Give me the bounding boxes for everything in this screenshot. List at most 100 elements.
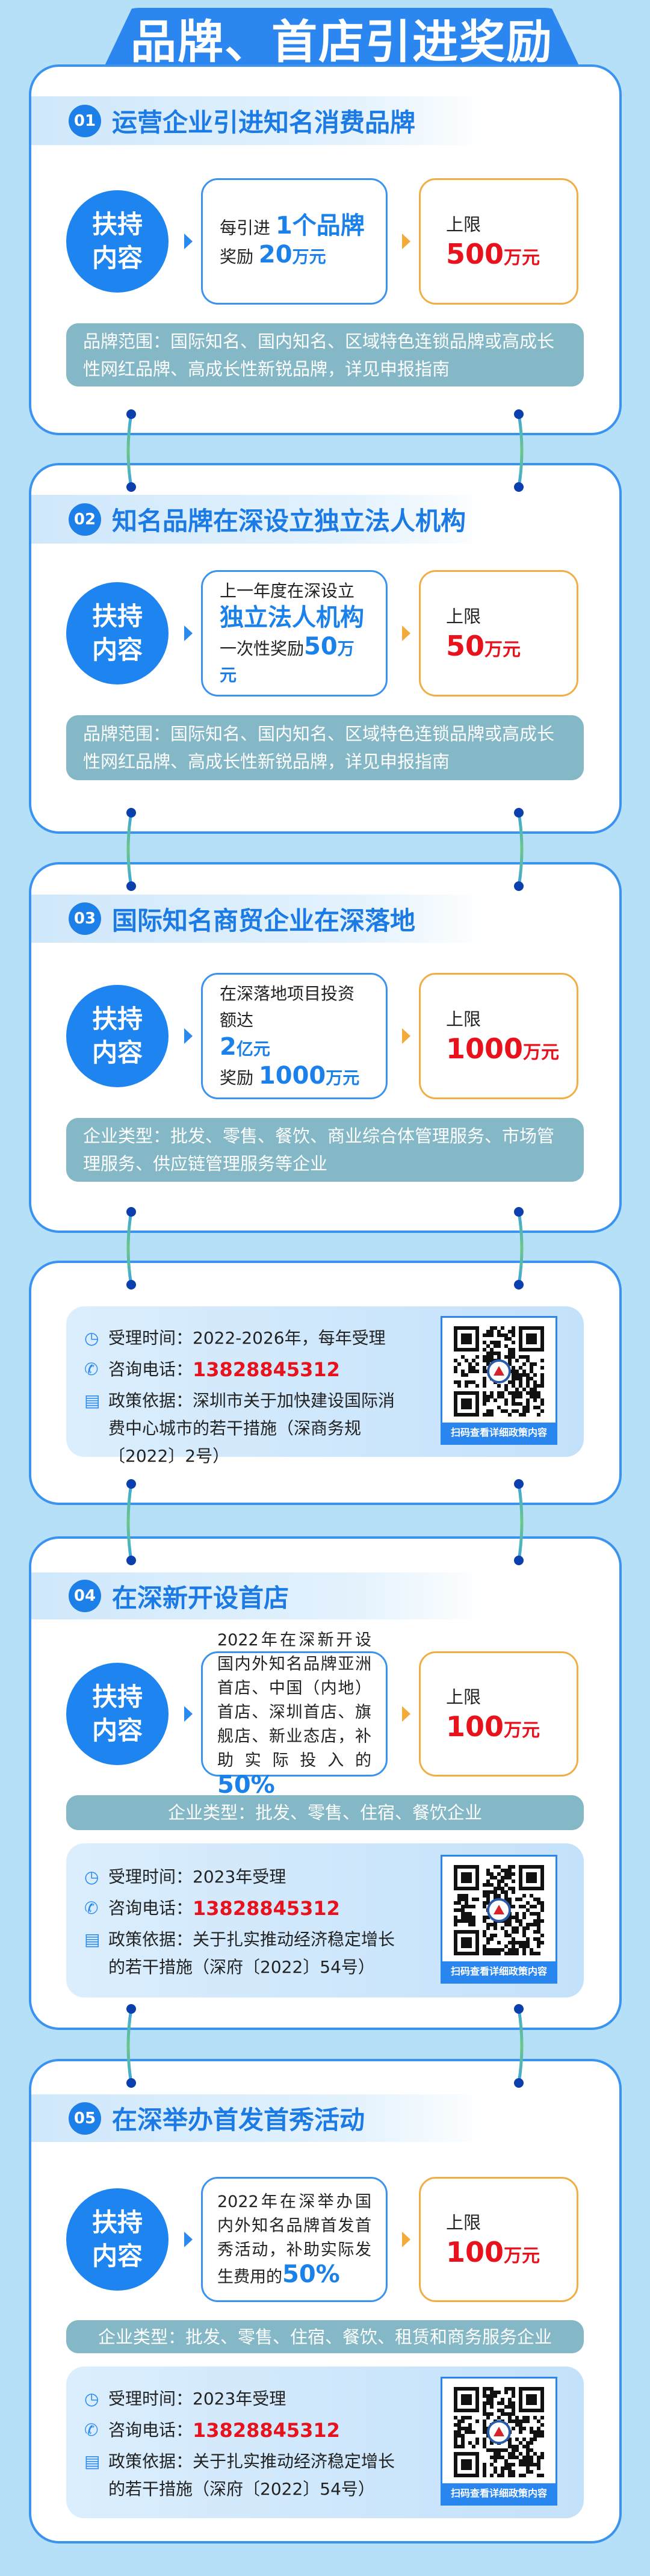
enterprise-scope-note: 企业类型：批发、零售、住宿、餐饮、租赁和商务服务企业: [66, 2320, 584, 2353]
document-icon: ▤: [84, 1929, 101, 1949]
section-number-badge: 01: [69, 104, 101, 137]
content-line: 2022年在深新开设国内外知名品牌亚洲首店、中国（内地）首店、深圳首店、旗舰店、…: [217, 1628, 371, 1800]
phone-icon: ✆: [84, 1898, 99, 1918]
content-line: 2亿元: [220, 1034, 369, 1063]
support-content-box: 每引进 1个品牌奖励 20万元: [201, 178, 388, 305]
page-title-banner: 品牌、首店引进奖励: [104, 8, 580, 68]
clock-icon: ◷: [84, 2389, 99, 2409]
support-label-text: 内容: [91, 635, 143, 665]
arrow-right-icon: [402, 2232, 410, 2247]
support-label-text: 内容: [91, 2241, 143, 2271]
content-line: 在深落地项目投资额达: [220, 981, 369, 1034]
accept-time: 受理时间：2023年受理: [108, 2389, 286, 2409]
content-highlight: 50%: [282, 2260, 340, 2288]
enterprise-scope-note: 品牌范围：国际知名、国内知名、区域特色连锁品牌或高成长性网红品牌、高成长性新锐品…: [66, 715, 584, 780]
content-line: 独立法人机构: [220, 604, 369, 633]
enterprise-scope-note: 品牌范围：国际知名、国内知名、区域特色连锁品牌或高成长性网红品牌、高成长性新锐品…: [66, 323, 584, 386]
content-line: 奖励 1000万元: [220, 1063, 369, 1091]
info-line: ◷受理时间：2022-2026年，每年受理: [84, 1324, 403, 1352]
accept-time: 受理时间：2022-2026年，每年受理: [108, 1328, 386, 1348]
phone-number[interactable]: 13828845312: [193, 1897, 340, 1920]
content-line: 上一年度在深设立: [220, 578, 369, 604]
policy-info-panel: ◷受理时间：2022-2026年，每年受理✆咨询电话：13828845312▤政…: [66, 1306, 584, 1466]
qr-code-panel[interactable]: 扫码查看详细政策内容: [441, 2377, 557, 2506]
policy-info-panel: ◷受理时间：2023年受理✆咨询电话：13828845312▤政策依据：关于扎实…: [66, 1843, 584, 1997]
page-title: 品牌、首店引进奖励: [131, 15, 553, 69]
content-highlight: 1000: [258, 1062, 326, 1090]
section-number-badge: 04: [69, 1580, 101, 1612]
support-label-circle: 扶持内容: [66, 582, 169, 684]
ring-connector-icon: [126, 2004, 136, 2088]
content-highlight: 亿元: [236, 1039, 270, 1059]
info-line: ✆ 咨询电话：13828845312: [84, 1356, 403, 1383]
phone-label: 咨询电话：: [108, 1898, 193, 1918]
arrow-right-icon: [184, 2232, 193, 2247]
note-text: 企业类型：批发、零售、餐饮、商业综合体管理服务、市场管理服务、供应链管理服务等企…: [83, 1126, 555, 1174]
content-text: 上一年度在深设立: [220, 581, 355, 601]
document-icon: ▤: [84, 1391, 101, 1411]
section-title: 国际知名商贸企业在深落地: [112, 905, 416, 936]
support-label-circle: 扶持内容: [66, 985, 169, 1087]
clock-icon: ◷: [84, 1867, 99, 1887]
phone-number[interactable]: 13828845312: [193, 1358, 340, 1381]
arrow-right-icon: [184, 625, 193, 641]
arrow-right-icon: [402, 234, 410, 249]
limit-value: 500: [446, 238, 504, 270]
limit-unit: 万元: [504, 247, 540, 268]
section-title: 运营企业引进知名消费品牌: [112, 108, 416, 137]
limit-amount: 100万元: [446, 2234, 577, 2270]
section-number-badge: 03: [69, 902, 101, 935]
ring-connector-icon: [126, 409, 136, 492]
content-text: 在深落地项目投资额达: [220, 984, 355, 1030]
info-line: ▤ 政策依据：关于扎实推动经济稳定增长的若干措施（深府〔2022〕54号）: [84, 2448, 403, 2503]
ring-connector-icon: [514, 1479, 524, 1565]
document-icon: ▤: [84, 2451, 101, 2471]
limit-amount: 100万元: [446, 1709, 577, 1745]
arrow-right-icon: [184, 234, 193, 249]
phone-number[interactable]: 13828845312: [193, 2419, 340, 2442]
arrow-right-icon: [402, 1028, 410, 1044]
qr-code-panel[interactable]: 扫码查看详细政策内容: [441, 1855, 557, 1984]
note-text: 企业类型：批发、零售、住宿、餐饮、租赁和商务服务企业: [98, 2326, 552, 2347]
arrow-right-icon: [184, 1706, 193, 1722]
note-text: 企业类型：批发、零售、住宿、餐饮企业: [167, 1802, 482, 1823]
phone-label: 咨询电话：: [108, 2420, 193, 2440]
content-text: 2022年在深举办国内外知名品牌首发首秀活动，补助实际发生费用的: [217, 2192, 371, 2286]
support-label-text: 扶持: [91, 2208, 143, 2237]
phone-icon: ✆: [84, 1359, 99, 1379]
content-line: 每引进 1个品牌: [220, 213, 369, 241]
qr-caption: 扫码查看详细政策内容: [442, 1961, 556, 1982]
arrow-right-icon: [402, 625, 410, 641]
qr-code-panel[interactable]: 扫码查看详细政策内容: [441, 1316, 557, 1445]
support-content-box: 2022年在深新开设国内外知名品牌亚洲首店、中国（内地）首店、深圳首店、旗舰店、…: [201, 1631, 388, 1797]
content-highlight: 2: [220, 1033, 237, 1061]
support-label-text: 内容: [91, 1716, 143, 1745]
ring-connector-icon: [126, 1479, 136, 1565]
support-label-circle: 扶持内容: [66, 1663, 169, 1765]
content-highlight: 1个品牌: [275, 212, 365, 240]
content-highlight: 万元: [292, 247, 326, 267]
section-title: 知名品牌在深设立独立法人机构: [112, 506, 466, 536]
content-highlight: 独立法人机构: [220, 604, 364, 632]
support-label-text: 扶持: [91, 1004, 143, 1034]
info-line: ✆咨询电话：13828845312: [84, 2416, 403, 2444]
content-highlight: 20: [258, 241, 292, 268]
policy-basis: 政策依据：关于扎实推动经济稳定增长的若干措施（深府〔2022〕54号）: [108, 2451, 395, 2499]
limit-unit: 万元: [504, 2245, 540, 2267]
ring-connector-icon: [126, 808, 136, 891]
enterprise-scope-note: 企业类型：批发、零售、住宿、餐饮企业: [66, 1795, 584, 1830]
arrow-right-icon: [402, 1706, 410, 1722]
limit-unit: 万元: [523, 1042, 560, 1063]
phone-label: 咨询电话：: [108, 1359, 193, 1379]
qr-caption: 扫码查看详细政策内容: [442, 1423, 556, 1443]
accept-time: 受理时间：2023年受理: [108, 1867, 286, 1887]
ring-connector-icon: [514, 1207, 524, 1290]
limit-label: 上限: [446, 1009, 481, 1029]
